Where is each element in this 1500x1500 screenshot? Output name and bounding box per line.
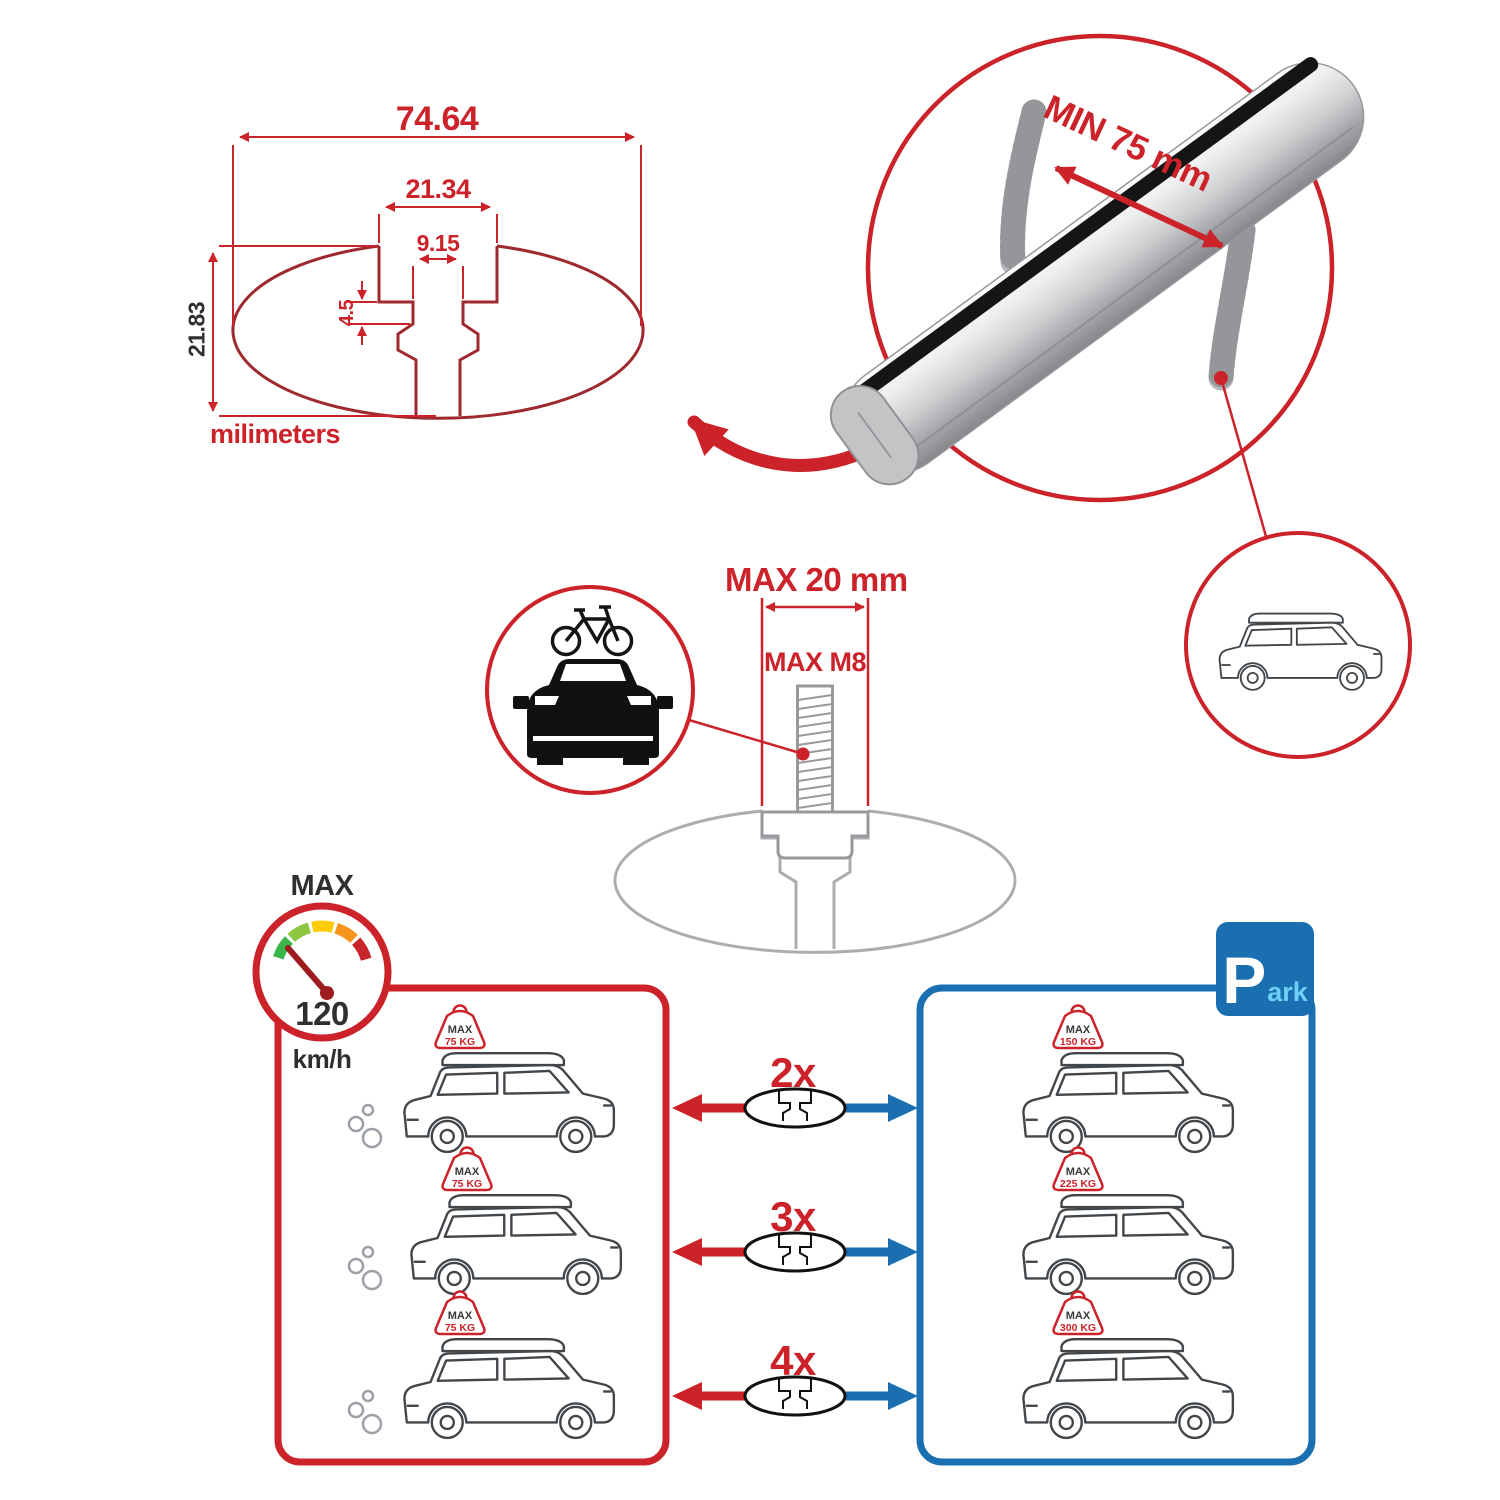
speedometer-icon: [252, 902, 392, 1042]
tag-load-label: 225 KG: [1060, 1178, 1096, 1190]
tag-max-label: MAX: [1066, 1166, 1091, 1178]
dim-slot-inner-width: 9.15: [416, 230, 460, 256]
tag-load-label: 75 KG: [445, 1322, 475, 1334]
dim-slot-outer-width: 21.34: [405, 174, 471, 204]
qty-4-bars-label: 4x: [770, 1337, 816, 1384]
cross-section-diagram: [208, 132, 645, 420]
car-front-icon: [513, 659, 673, 765]
min-span-arrow: [1054, 165, 1224, 249]
dim-total-width: 74.64: [395, 100, 479, 138]
bar-quantity-row: [672, 1375, 918, 1417]
tag-max-label: MAX: [448, 1024, 473, 1036]
bar-quantity-row: [672, 1231, 918, 1273]
car-front-circle: [485, 585, 695, 795]
tag-max-label: MAX: [1066, 1310, 1091, 1322]
roof-load-tag: MAX 300 KG: [1052, 1290, 1104, 1336]
qty-3-bars-label: 3x: [770, 1193, 816, 1240]
tag-max-label: MAX: [448, 1310, 473, 1322]
tag-load-label: 300 KG: [1060, 1322, 1096, 1334]
parking-sign-letter: P: [1222, 942, 1267, 1017]
roof-load-tag: MAX 75 KG: [434, 1004, 486, 1050]
speed-max-label: MAX: [290, 870, 354, 902]
tag-load-label: 75 KG: [445, 1036, 475, 1048]
roof-load-tag: MAX 75 KG: [434, 1290, 486, 1336]
measuring-straps: [1000, 99, 1256, 391]
roof-load-tag: MAX 225 KG: [1052, 1146, 1104, 1192]
dimension-lines: [208, 132, 642, 417]
tag-max-label: MAX: [455, 1166, 480, 1178]
bolt-section: [613, 598, 1017, 954]
units-label: milimeters: [210, 419, 341, 449]
dim-total-height: 21.83: [183, 301, 210, 358]
bar-quantity-row: [672, 1087, 918, 1129]
tag-load-label: 150 KG: [1060, 1036, 1096, 1048]
parking-sign-suffix: ark: [1267, 977, 1308, 1008]
dim-lip-height: 4.5: [336, 299, 358, 327]
roof-load-tag: MAX 75 KG: [441, 1146, 493, 1192]
tag-load-label: 75 KG: [452, 1178, 482, 1190]
qty-2-bars-label: 2x: [770, 1049, 816, 1096]
bolt-max-thread-label: MAX M8: [763, 647, 867, 677]
speed-value: 120: [295, 995, 349, 1032]
exhaust-puffs: [347, 1103, 383, 1435]
crossbar-detail-circle: [829, 33, 1365, 541]
bolt-dimension-lines: [760, 598, 870, 806]
bicycle-icon: [550, 605, 634, 657]
roofbox-car-circle: [1184, 531, 1412, 759]
speed-unit: km/h: [292, 1044, 352, 1074]
roof-load-tag: MAX 150 KG: [1052, 1004, 1104, 1050]
t-bolt-icon: [760, 684, 870, 860]
tag-max-label: MAX: [1066, 1024, 1091, 1036]
pointer-arrow-icon: [687, 415, 879, 472]
bolt-max-width-label: MAX 20 mm: [725, 561, 908, 598]
